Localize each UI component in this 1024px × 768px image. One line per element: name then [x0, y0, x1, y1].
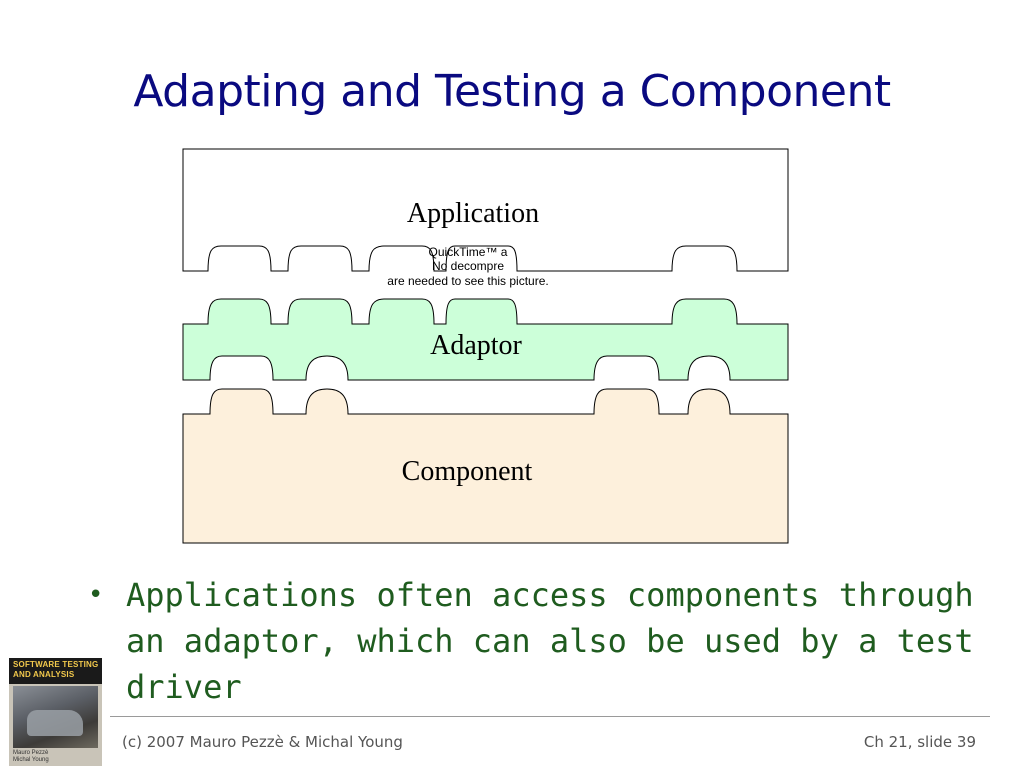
placeholder-line-3: are needed to see this picture.	[387, 274, 548, 288]
book-author-1: Mauro Pezzè	[13, 750, 49, 756]
adaptor-label: Adaptor	[430, 330, 522, 361]
slide-title: Adapting and Testing a Component	[133, 66, 891, 117]
bullet-item: • Applications often access components t…	[88, 572, 988, 710]
bullet-marker: •	[88, 580, 104, 610]
book-title-line-2: AND ANALYSIS	[13, 670, 75, 679]
book-cover-title: SOFTWARE TESTING AND ANALYSIS	[13, 660, 98, 680]
book-cover-photo	[13, 686, 98, 748]
crashed-car-graphic	[27, 710, 83, 736]
book-cover-image: SOFTWARE TESTING AND ANALYSIS Mauro Pezz…	[9, 658, 102, 766]
book-title-line-1: SOFTWARE TESTING	[13, 660, 99, 669]
bullet-list: • Applications often access components t…	[88, 572, 988, 710]
adaptor-block	[182, 298, 789, 381]
book-cover-band	[9, 658, 102, 684]
bullet-text: Applications often access components thr…	[126, 576, 974, 706]
footer-divider	[110, 716, 990, 717]
placeholder-line-1: QuickTime™ a	[429, 245, 508, 259]
footer-slide-number: Ch 21, slide 39	[863, 733, 976, 751]
placeholder-line-2: No decompre	[432, 259, 504, 273]
component-block	[182, 388, 789, 544]
application-label: Application	[407, 198, 539, 229]
book-author-2: Michal Young	[13, 757, 49, 763]
book-cover-authors: Mauro Pezzè Michal Young	[13, 750, 49, 764]
footer-copyright: (c) 2007 Mauro Pezzè & Michal Young	[122, 733, 403, 751]
component-label: Component	[402, 456, 533, 487]
application-block	[182, 148, 789, 272]
